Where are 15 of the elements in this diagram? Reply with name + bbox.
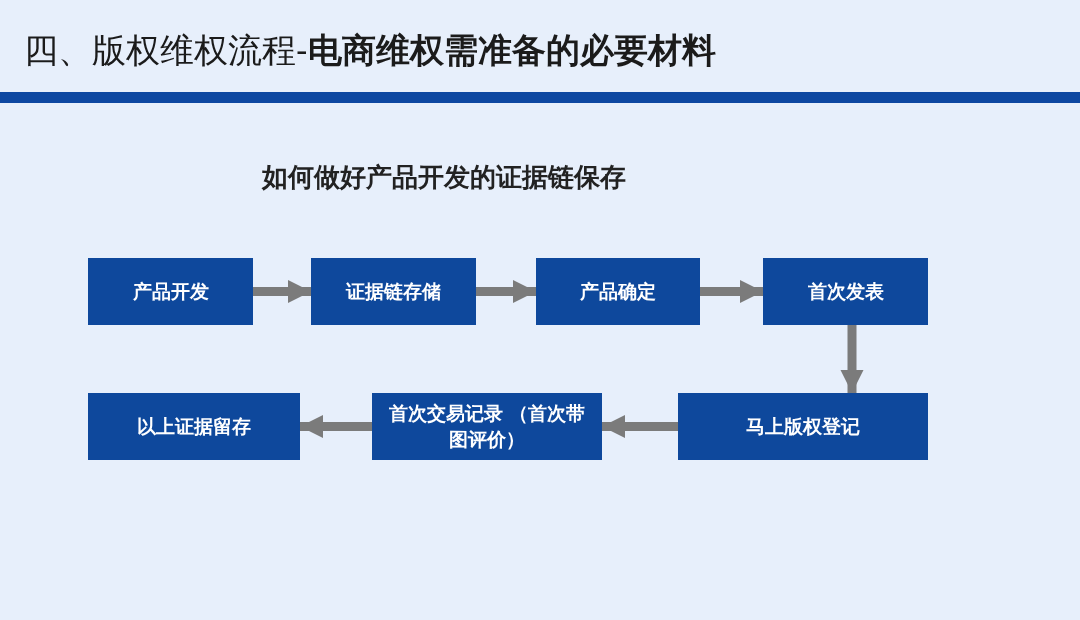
process-box: 产品开发	[88, 258, 253, 325]
process-box: 证据链存储	[311, 258, 476, 325]
arrow	[700, 279, 763, 304]
process-box: 首次交易记录 （首次带图评价）	[372, 393, 602, 460]
arrow	[840, 325, 864, 393]
process-box: 以上证据留存	[88, 393, 300, 460]
arrow	[476, 279, 536, 304]
process-box: 首次发表	[763, 258, 928, 325]
subheading: 如何做好产品开发的证据链保存	[262, 161, 626, 194]
arrow	[253, 279, 311, 304]
arrow	[300, 414, 372, 439]
slide-title: 四、版权维权流程-电商维权需准备的必要材料	[24, 29, 716, 72]
process-box: 产品确定	[536, 258, 700, 325]
process-box: 马上版权登记	[678, 393, 928, 460]
arrow	[602, 414, 678, 439]
